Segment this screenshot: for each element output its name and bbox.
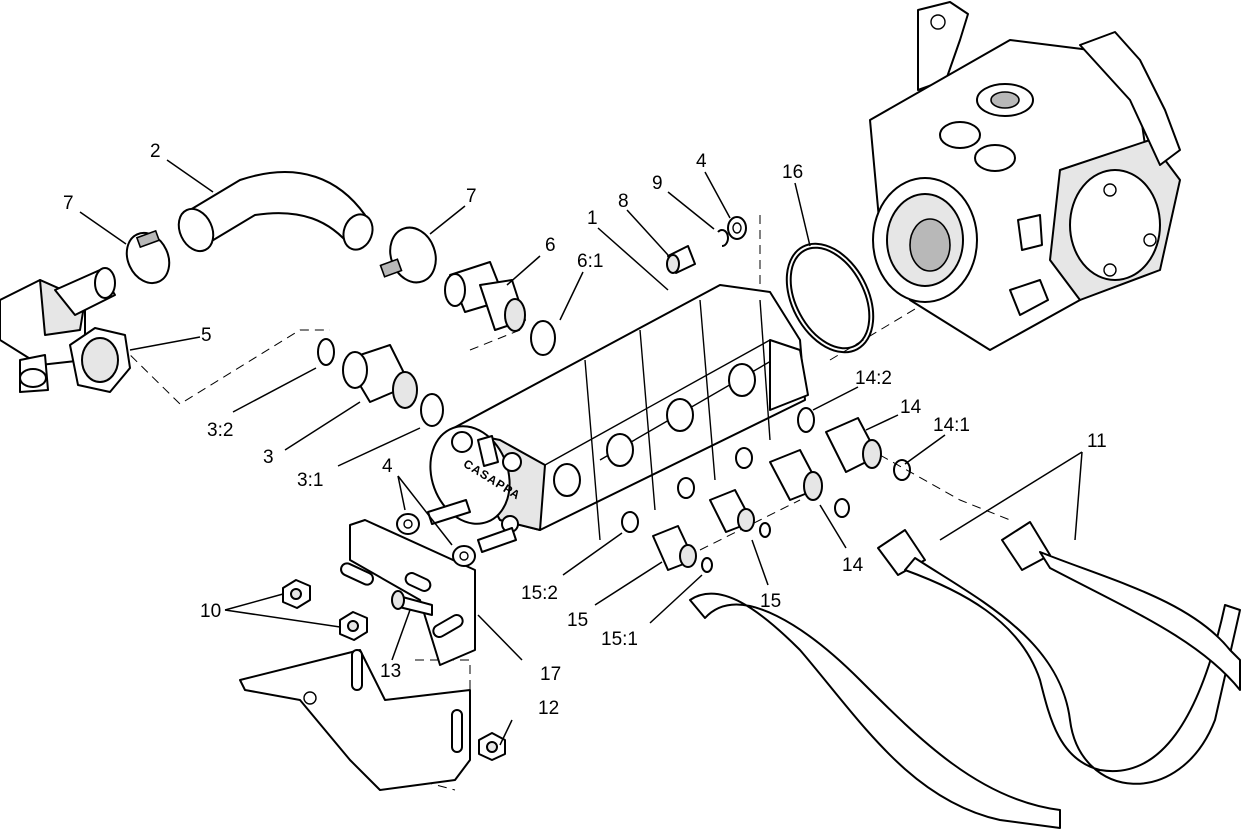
- hose-clamp-left: [125, 229, 171, 285]
- nut-10-upper: [282, 579, 311, 609]
- callout-15-left: 15: [567, 610, 588, 631]
- callout-4-bracket: 4: [382, 456, 393, 477]
- mounting-bracket: [340, 519, 476, 666]
- callout-17: 17: [540, 664, 561, 685]
- o-ring-14-1: [893, 459, 911, 481]
- elbow-fitting: [0, 267, 116, 393]
- straight-fitting-6: [444, 261, 526, 332]
- retaining-clip-9: [717, 229, 729, 247]
- o-ring-3-1: [420, 393, 444, 427]
- nut-10-lower: [339, 611, 368, 641]
- callout-15-2: 15:2: [521, 583, 558, 604]
- o-ring-15-2: [621, 511, 639, 533]
- callout-14-lower: 14: [842, 555, 864, 576]
- hose-clamp-right: [379, 226, 437, 284]
- callout-3: 3: [263, 447, 274, 468]
- gear-pump: CASAPPA: [429, 284, 809, 541]
- fitting-15-upper: [709, 489, 755, 533]
- nut-12: [478, 732, 506, 761]
- callout-7-left: 7: [63, 193, 74, 214]
- o-ring-14-2: [797, 407, 815, 433]
- fitting-14-lower: [769, 449, 823, 501]
- straight-fitting-3: [342, 344, 418, 409]
- fitting-15-lower: [652, 525, 697, 571]
- callout-6-1: 6:1: [577, 251, 603, 272]
- callout-14-2: 14:2: [855, 368, 892, 389]
- callout-16: 16: [782, 162, 803, 183]
- callout-3-1: 3:1: [297, 470, 323, 491]
- callout-labels: 2 7 7 5 3:2 3 3:1 6 6:1 1 8 9 4 16 14:2 …: [63, 141, 1107, 719]
- housing-gasket-ring: [785, 242, 875, 354]
- callout-12: 12: [538, 698, 559, 719]
- callout-9: 9: [652, 173, 663, 194]
- leader-lines: [79, 159, 1083, 746]
- fitting-14-upper: [825, 417, 882, 473]
- callout-10: 10: [200, 601, 221, 622]
- hydraulic-housing: [869, 1, 1181, 351]
- callout-2: 2: [150, 141, 161, 162]
- callout-14-upper: 14: [900, 397, 922, 418]
- washer-4-top: [727, 216, 747, 240]
- o-ring-15-1: [701, 557, 713, 573]
- callout-15-1: 15:1: [601, 629, 638, 650]
- callout-14-1: 14:1: [933, 415, 970, 436]
- o-ring-3-2: [317, 338, 335, 366]
- callout-15-right: 15: [760, 591, 781, 612]
- callout-5: 5: [201, 325, 212, 346]
- callout-1: 1: [587, 208, 598, 229]
- o-ring-6-1: [530, 320, 556, 356]
- pump-mounting-studs: [427, 499, 517, 553]
- callout-6: 6: [545, 235, 556, 256]
- curved-hose: [189, 171, 366, 249]
- lower-bracket: [239, 649, 471, 791]
- callout-7-right: 7: [466, 186, 477, 207]
- callout-3-2: 3:2: [207, 420, 233, 441]
- hydraulic-hoses: [689, 521, 1241, 829]
- callout-11: 11: [1087, 431, 1107, 452]
- callout-8: 8: [618, 191, 629, 212]
- bracket-washers: [396, 513, 476, 567]
- callout-4-top: 4: [696, 151, 707, 172]
- callout-13: 13: [380, 661, 401, 682]
